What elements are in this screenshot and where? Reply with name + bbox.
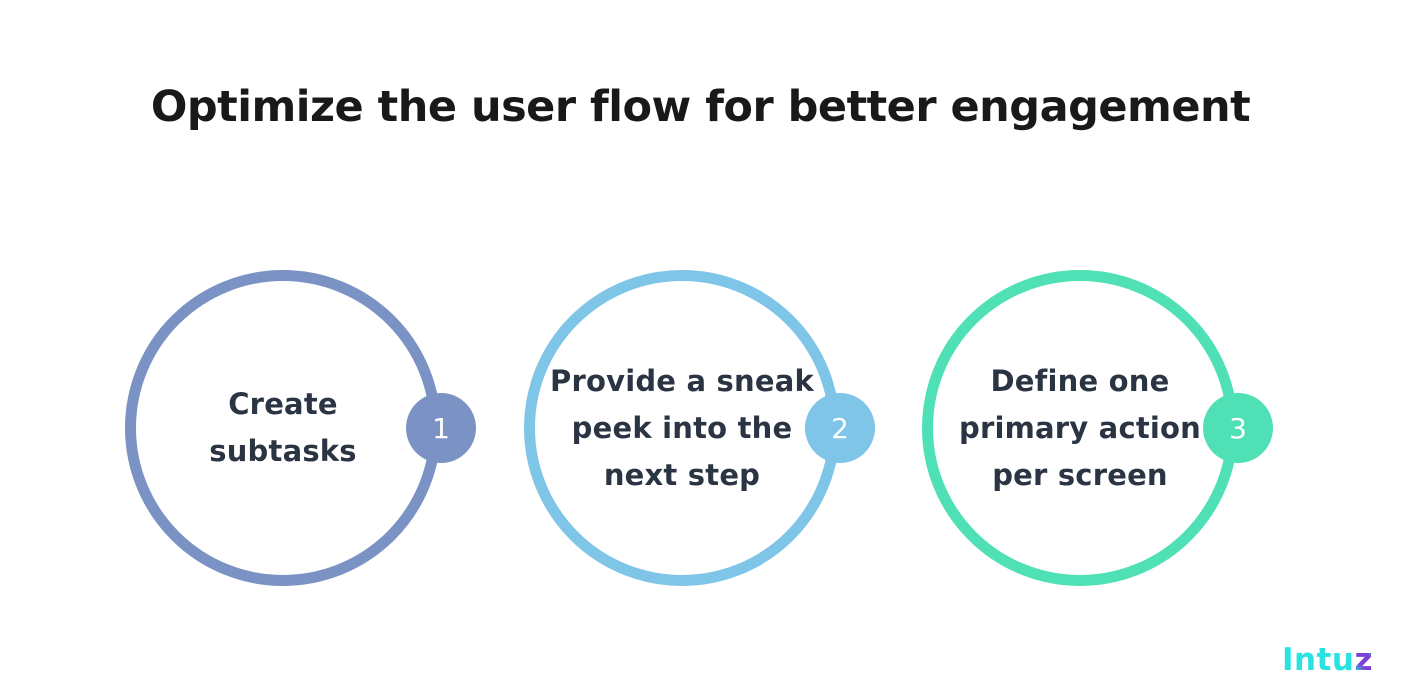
step-1-label: Create subtasks <box>209 387 357 468</box>
intuz-logo-text: Intu <box>1281 642 1355 678</box>
step-1-label-wrap: Create subtasks <box>125 270 441 586</box>
step-2-number: 2 <box>831 411 849 445</box>
page-title: Optimize the user flow for better engage… <box>150 82 1251 132</box>
step-2-number-badge: 2 <box>805 393 875 463</box>
step-1-number: 1 <box>432 411 450 445</box>
intuz-logo-z: z <box>1354 642 1373 678</box>
steps-row: Create subtasks 1 Provide a sneak peek i… <box>0 270 1401 588</box>
step-3-label-wrap: Define one primary action per screen <box>922 270 1238 586</box>
step-3-number: 3 <box>1229 411 1247 445</box>
step-3-circle: Define one primary action per screen 3 <box>922 270 1273 586</box>
step-1-number-badge: 1 <box>406 393 476 463</box>
step-2-circle: Provide a sneak peek into the next step … <box>524 270 875 586</box>
step-3-number-badge: 3 <box>1203 393 1273 463</box>
step-1-circle: Create subtasks 1 <box>125 270 476 586</box>
intuz-logo: Intuz <box>1282 645 1373 676</box>
step-3-label: Define one primary action per screen <box>958 363 1202 492</box>
step-2-label: Provide a sneak peek into the next step <box>550 363 814 492</box>
step-2-label-wrap: Provide a sneak peek into the next step <box>524 270 840 586</box>
